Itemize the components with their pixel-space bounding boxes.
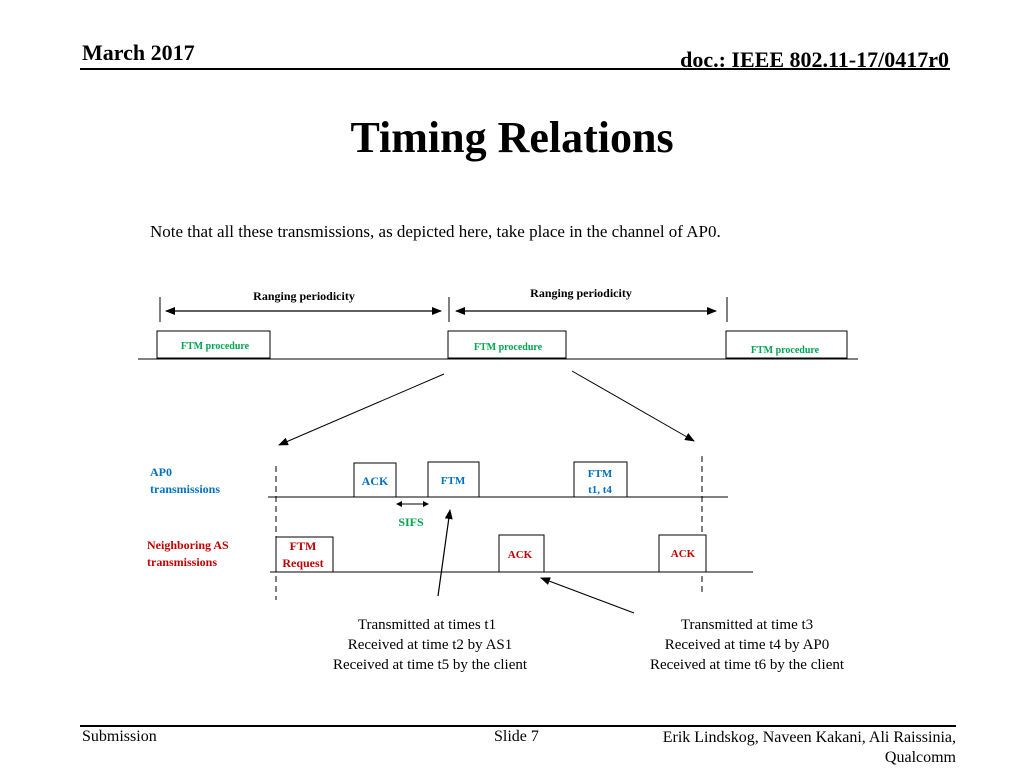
ap0-ftm-box xyxy=(427,461,480,498)
neighbor-ack-label-1: ACK xyxy=(508,549,533,561)
ftm-request-label-line1: FTM xyxy=(290,539,317,553)
ranging-label-1: Ranging periodicity xyxy=(253,289,355,303)
ftm-procedure-label-1: FTM procedure xyxy=(181,341,250,352)
ftm-procedure-label-2: FTM procedure xyxy=(474,342,543,353)
caption-left-line1: Transmitted at times t1 xyxy=(358,617,496,633)
caption-left-line3: Received at time t5 by the client xyxy=(333,657,528,673)
ranging-label-2: Ranging periodicity xyxy=(530,286,632,300)
neighbor-ack-box-2 xyxy=(658,534,707,573)
footer-authors: Erik Lindskog, Naveen Kakani, Ali Raissi… xyxy=(663,728,956,768)
header-rule xyxy=(80,68,950,70)
ftm-procedure-box-2 xyxy=(447,330,567,359)
ap0-label-line1: AP0 xyxy=(150,465,172,479)
ftm-procedure-box-1 xyxy=(156,330,271,359)
caption-right-line1: Transmitted at time t3 xyxy=(681,617,813,633)
sifs-label: SIFS xyxy=(398,515,424,529)
ftm-request-box xyxy=(275,536,334,573)
neighbor-label-line1: Neighboring AS xyxy=(147,538,229,552)
caption-left-line2: Received at time t2 by AS1 xyxy=(348,637,513,653)
neighbor-label-line2: transmissions xyxy=(147,555,217,569)
neighbor-ack-box-1 xyxy=(498,534,545,573)
ftm-procedure-box-3 xyxy=(725,330,848,359)
footer-authors-line2: Qualcomm xyxy=(884,749,956,766)
neighbor-ack-label-2: ACK xyxy=(671,548,696,560)
caption-right-line2: Received at time t4 by AP0 xyxy=(665,637,830,653)
ap0-ftm-t1-t4-label-line2: t1, t4 xyxy=(588,484,612,496)
zoom-arrow-left xyxy=(278,373,445,446)
caption-right-line3: Received at time t6 by the client xyxy=(650,657,845,673)
slide-title: Timing Relations xyxy=(350,113,674,162)
ap0-ftm-label: FTM xyxy=(441,475,466,487)
footer-slide-number: Slide 7 xyxy=(494,728,539,745)
ap0-ack-label: ACK xyxy=(362,474,389,488)
ap0-label-line2: transmissions xyxy=(150,482,220,496)
ap0-ftm-t1-t4-box xyxy=(573,461,628,498)
ap0-ftm-t1-t4-label-line1: FTM xyxy=(588,468,613,480)
footer-submission: Submission xyxy=(82,728,157,745)
ap0-ack-box xyxy=(353,462,397,498)
pointer-arrow-ack xyxy=(540,577,635,614)
ftm-request-label-line2: Request xyxy=(282,556,323,570)
slide-note: Note that all these transmissions, as de… xyxy=(150,222,721,241)
ftm-procedure-label-3: FTM procedure xyxy=(751,345,820,356)
pointer-arrow-ftm xyxy=(437,509,453,597)
zoom-arrow-right xyxy=(571,370,695,442)
footer-rule xyxy=(80,725,956,727)
header-doc-id: doc.: IEEE 802.11-17/0417r0 xyxy=(680,47,949,72)
footer-authors-line1: Erik Lindskog, Naveen Kakani, Ali Raissi… xyxy=(662,729,956,746)
header-date: March 2017 xyxy=(82,40,195,65)
